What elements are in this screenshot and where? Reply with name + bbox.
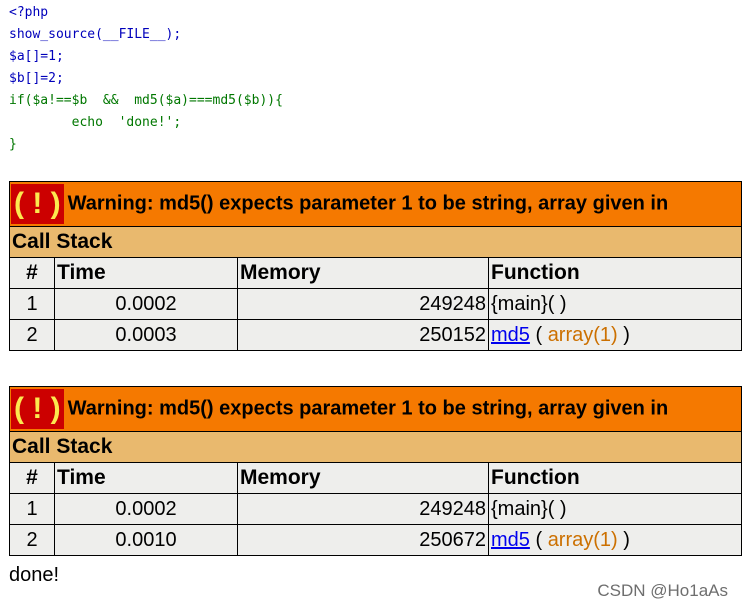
code-line: if($a!==$b && md5($a)===md5($b)){: [9, 93, 283, 108]
cell-time: 0.0002: [54, 493, 238, 525]
cell-number: 2: [9, 319, 55, 351]
table-row: 1 0.0002 249248 {main}( ): [9, 288, 742, 320]
cell-time: 0.0010: [54, 524, 238, 556]
xdebug-warning-table: ( ! )Warning: md5() expects parameter 1 …: [9, 386, 742, 556]
cell-time: 0.0003: [54, 319, 238, 351]
code-line: }: [9, 137, 17, 152]
function-args: array(1): [547, 323, 618, 346]
cell-memory: 250672: [237, 524, 489, 556]
cell-number: 2: [9, 524, 55, 556]
col-header-number: #: [9, 257, 55, 289]
cell-memory: 250152: [237, 319, 489, 351]
table-row: 2 0.0003 250152 md5 ( array(1) ): [9, 319, 742, 351]
col-header-time: Time: [54, 257, 238, 289]
watermark: CSDN @Ho1aAs: [597, 581, 728, 600]
code-line: echo 'done!';: [9, 115, 182, 130]
col-header-time: Time: [54, 462, 238, 494]
code-line: <?php: [9, 5, 49, 20]
warning-icon: ( ! ): [11, 389, 64, 429]
md5-doc-link[interactable]: md5: [491, 528, 530, 551]
warning-header: ( ! )Warning: md5() expects parameter 1 …: [9, 181, 742, 227]
table-row: 2 0.0010 250672 md5 ( array(1) ): [9, 524, 742, 556]
function-args: array(1): [547, 528, 618, 551]
code-line: show_source(__FILE__);: [9, 27, 182, 42]
call-stack-label: Call Stack: [9, 226, 742, 258]
cell-function: {main}( ): [488, 288, 742, 320]
col-header-number: #: [9, 462, 55, 494]
code-line: $a[]=1;: [9, 49, 64, 64]
md5-doc-link[interactable]: md5: [491, 323, 530, 346]
cell-time: 0.0002: [54, 288, 238, 320]
col-header-memory: Memory: [237, 462, 489, 494]
col-header-function: Function: [488, 462, 742, 494]
col-header-function: Function: [488, 257, 742, 289]
cell-memory: 249248: [237, 493, 489, 525]
cell-function: md5 ( array(1) ): [488, 524, 742, 556]
table-row: 1 0.0002 249248 {main}( ): [9, 493, 742, 525]
call-stack-label: Call Stack: [9, 431, 742, 463]
warning-message: Warning: md5() expects parameter 1 to be…: [67, 397, 669, 420]
xdebug-warning-table: ( ! )Warning: md5() expects parameter 1 …: [9, 181, 742, 351]
cell-function: md5 ( array(1) ): [488, 319, 742, 351]
col-header-memory: Memory: [237, 257, 489, 289]
cell-function: {main}( ): [488, 493, 742, 525]
php-source-code: <?php show_source(__FILE__); $a[]=1; $b[…: [9, 2, 283, 156]
cell-number: 1: [9, 493, 55, 525]
cell-number: 1: [9, 288, 55, 320]
warning-message: Warning: md5() expects parameter 1 to be…: [67, 192, 669, 215]
warning-header: ( ! )Warning: md5() expects parameter 1 …: [9, 386, 742, 432]
code-line: $b[]=2;: [9, 71, 64, 86]
cell-memory: 249248: [237, 288, 489, 320]
script-output: done!: [9, 564, 60, 586]
warning-icon: ( ! ): [11, 184, 64, 224]
